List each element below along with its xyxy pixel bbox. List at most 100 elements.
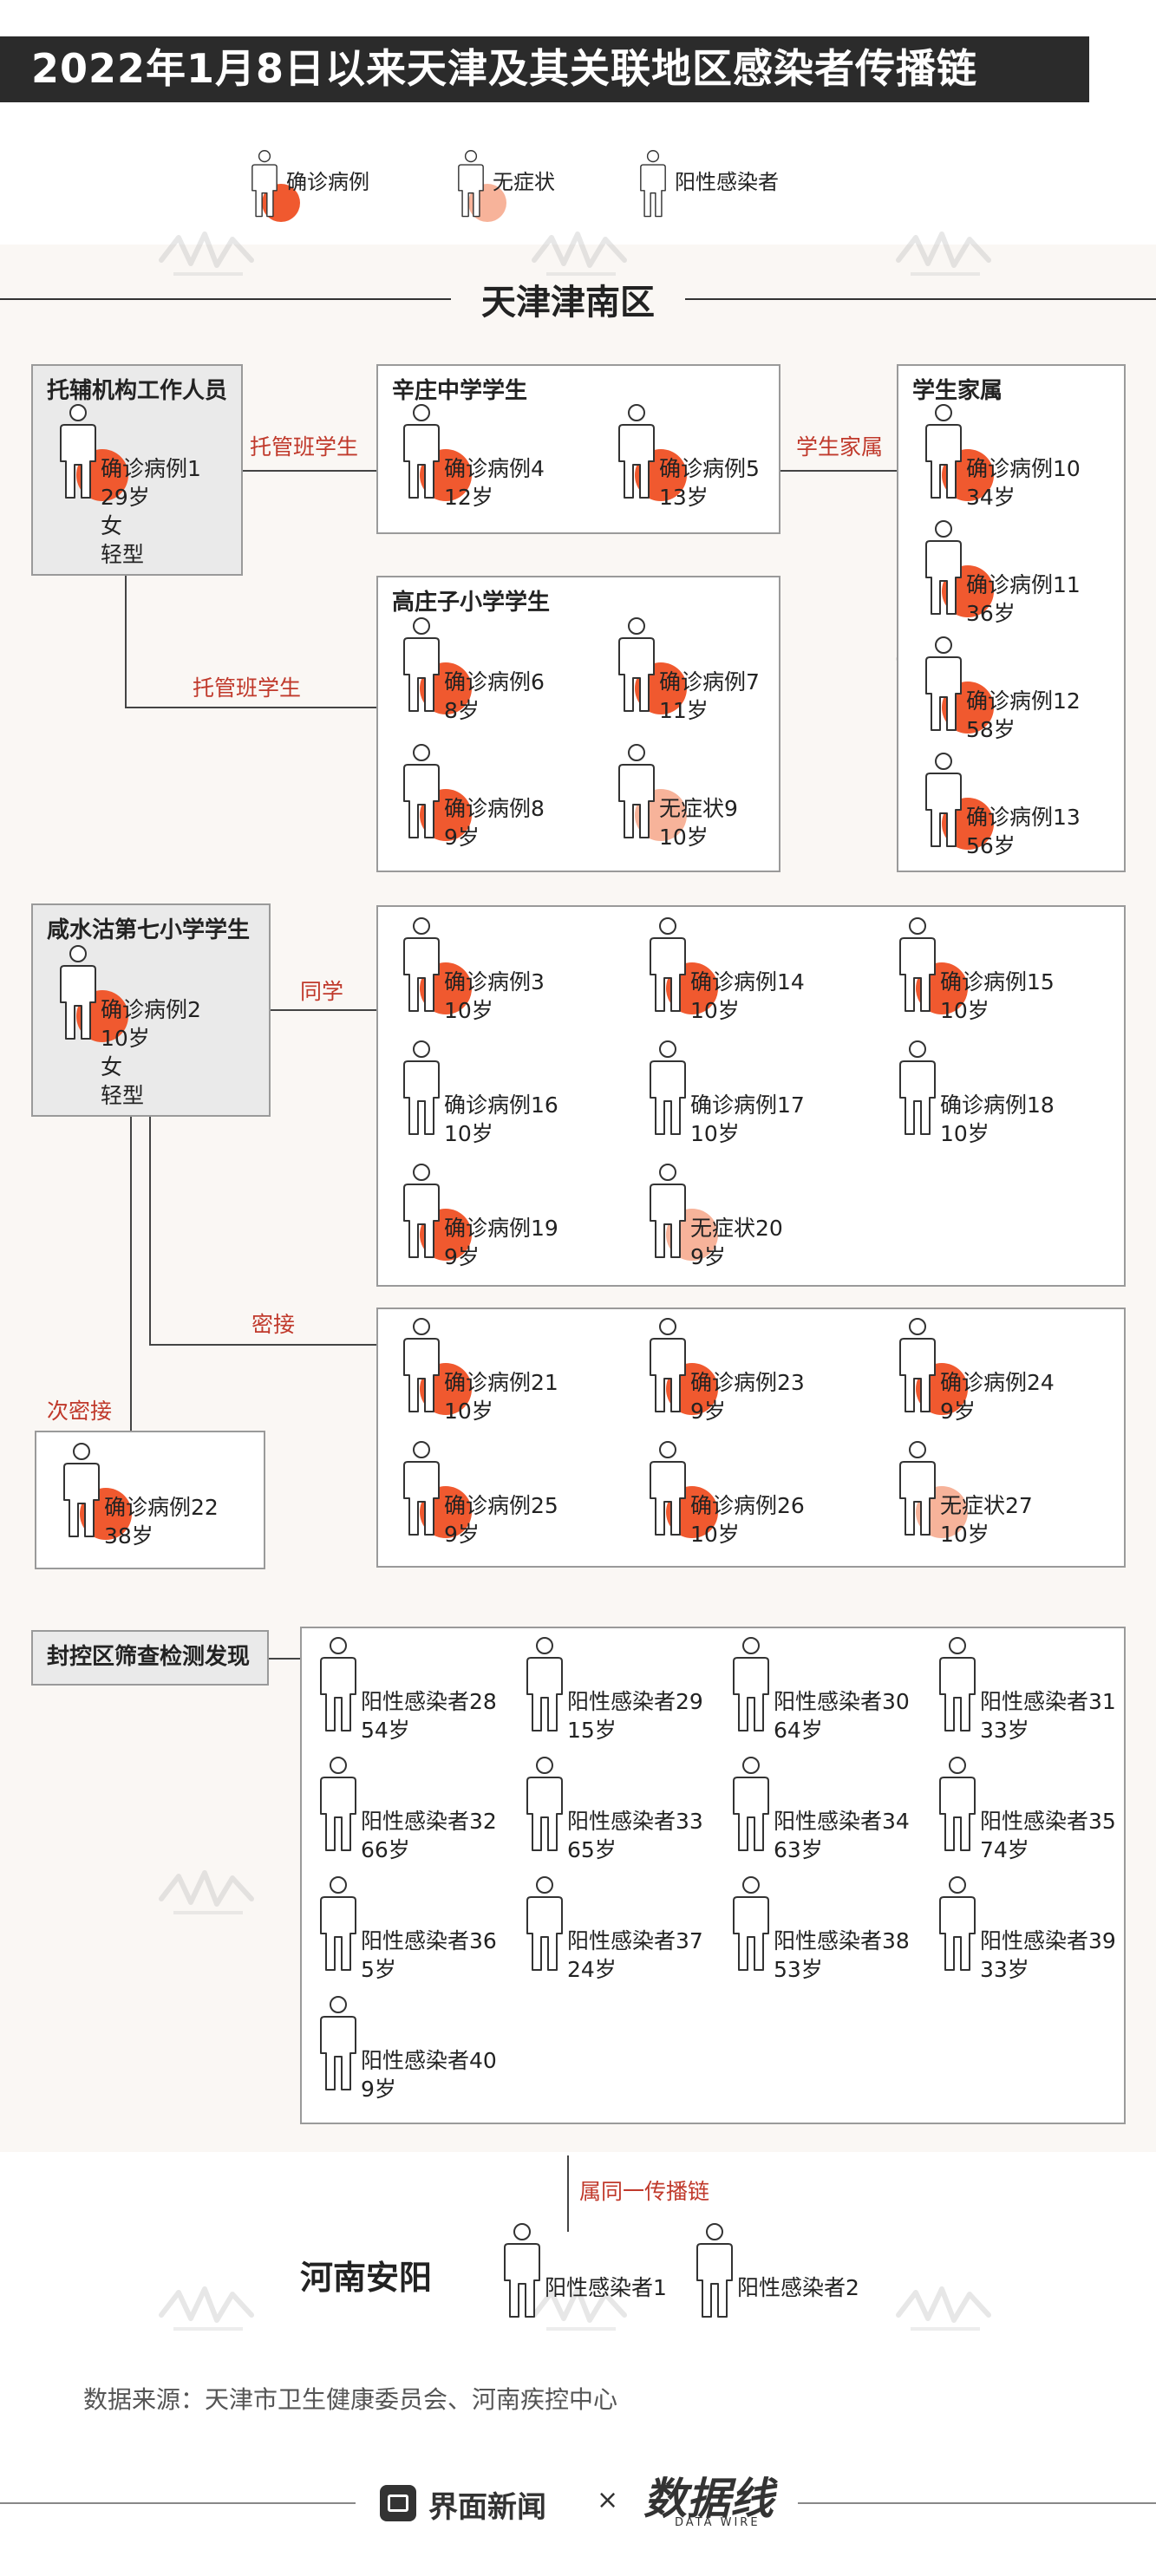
person-name: 阳性感染者39 <box>980 1928 1116 1953</box>
group-box-classmates <box>376 905 1126 1287</box>
person-name: 确诊病例14 <box>690 969 805 995</box>
edge-xianshuigu-down <box>149 1117 151 1344</box>
person-确诊病例17: 确诊病例17 10岁 <box>647 1040 812 1146</box>
person-name: 阳性感染者30 <box>774 1689 910 1714</box>
watermark-logo <box>156 1864 260 1925</box>
person-age: 63岁 <box>774 1837 823 1862</box>
person-age: 10岁 <box>444 1399 493 1424</box>
person-icon <box>57 404 99 499</box>
person-age: 12岁 <box>444 485 493 510</box>
person-name: 确诊病例13 <box>966 805 1081 830</box>
person-icon <box>647 917 689 1013</box>
person-name: 无症状27 <box>940 1493 1033 1518</box>
brand-logo-icon <box>380 2485 416 2521</box>
edge-secondary <box>130 1117 132 1431</box>
person-name: 无症状9 <box>659 796 738 821</box>
person-name: 确诊病例3 <box>444 969 545 995</box>
person-age: 10岁 <box>690 998 740 1023</box>
person-icon <box>730 1757 772 1852</box>
group-box-screening: 封控区筛查检测发现 <box>31 1630 269 1686</box>
group-title: 学生家属 <box>912 378 1003 404</box>
person-icon <box>730 1637 772 1732</box>
person-age: 10岁 <box>690 1522 740 1547</box>
person-age: 10岁 <box>444 998 493 1023</box>
legend-label: 阳性感染者 <box>675 170 779 194</box>
title-bar: 2022年1月8日以来天津及其关联地区感染者传播链 <box>0 36 1089 102</box>
watermark-logo <box>529 2280 633 2341</box>
person-确诊病例3: 确诊病例3 10岁 <box>401 917 565 1023</box>
person-age: 9岁 <box>444 1244 480 1269</box>
person-确诊病例12: 确诊病例12 58岁 <box>923 636 1087 742</box>
person-icon <box>616 404 657 499</box>
person-age: 9岁 <box>361 2077 396 2102</box>
brand-name: 界面新闻 <box>428 2490 546 2525</box>
edge-screening <box>269 1658 300 1660</box>
person-icon <box>647 1164 689 1259</box>
person-name: 阳性感染者29 <box>567 1689 703 1714</box>
partner-logo: 数据线 <box>643 2474 774 2524</box>
region-title: 天津津南区 <box>481 283 655 323</box>
person-name: 确诊病例17 <box>690 1092 805 1118</box>
footer-line-left <box>0 2502 356 2504</box>
person-severity: 轻型 <box>101 542 145 567</box>
person-icon <box>524 1876 565 1972</box>
edge-tutor-xinzhuang <box>243 470 376 472</box>
partner-logo-en: DATA WIRE <box>675 2516 761 2529</box>
group-title: 托辅机构工作人员 <box>47 378 228 404</box>
group-title: 咸水沽第七小学学生 <box>47 917 251 943</box>
person-name: 确诊病例12 <box>966 688 1081 714</box>
watermark-logo <box>156 225 260 286</box>
person-age: 58岁 <box>966 717 1016 742</box>
person-age: 36岁 <box>966 601 1016 626</box>
person-name: 确诊病例8 <box>444 796 545 821</box>
person-sex: 女 <box>101 513 123 538</box>
edge-label: 密接 <box>251 1312 296 1337</box>
edge-same-chain <box>567 2155 569 2232</box>
edge-xianshuigu-classmates <box>271 1009 376 1011</box>
person-age: 10岁 <box>101 1026 150 1051</box>
person-age: 10岁 <box>690 1121 740 1146</box>
edge-label: 次密接 <box>47 1399 113 1424</box>
person-age: 34岁 <box>966 485 1016 510</box>
group-title: 辛庄中学学生 <box>392 378 528 404</box>
person-确诊病例14: 确诊病例14 10岁 <box>647 917 812 1023</box>
person-name: 阳性感染者1 <box>545 2275 667 2300</box>
person-age: 11岁 <box>659 698 709 723</box>
edge-label: 托管班学生 <box>193 675 302 701</box>
group-box-screening-people <box>300 1627 1126 2124</box>
person-icon <box>524 1757 565 1852</box>
person-name: 阳性感染者37 <box>567 1928 703 1953</box>
watermark-logo <box>156 2280 260 2341</box>
page-title: 2022年1月8日以来天津及其关联地区感染者传播链 <box>31 45 978 92</box>
person-name: 确诊病例23 <box>690 1370 805 1395</box>
person-age: 10岁 <box>444 1121 493 1146</box>
person-icon <box>524 1637 565 1732</box>
person-age: 9岁 <box>690 1244 726 1269</box>
person-age: 24岁 <box>567 1957 617 1982</box>
edge-xianshuigu-contacts <box>149 1344 376 1346</box>
person-age: 33岁 <box>980 1957 1029 1982</box>
person-age: 53岁 <box>774 1957 823 1982</box>
edge-label: 托管班学生 <box>250 434 359 460</box>
person-age: 66岁 <box>361 1837 410 1862</box>
person-icon <box>317 1876 359 1972</box>
region-divider-right <box>685 298 1156 300</box>
person-icon <box>730 1876 772 1972</box>
